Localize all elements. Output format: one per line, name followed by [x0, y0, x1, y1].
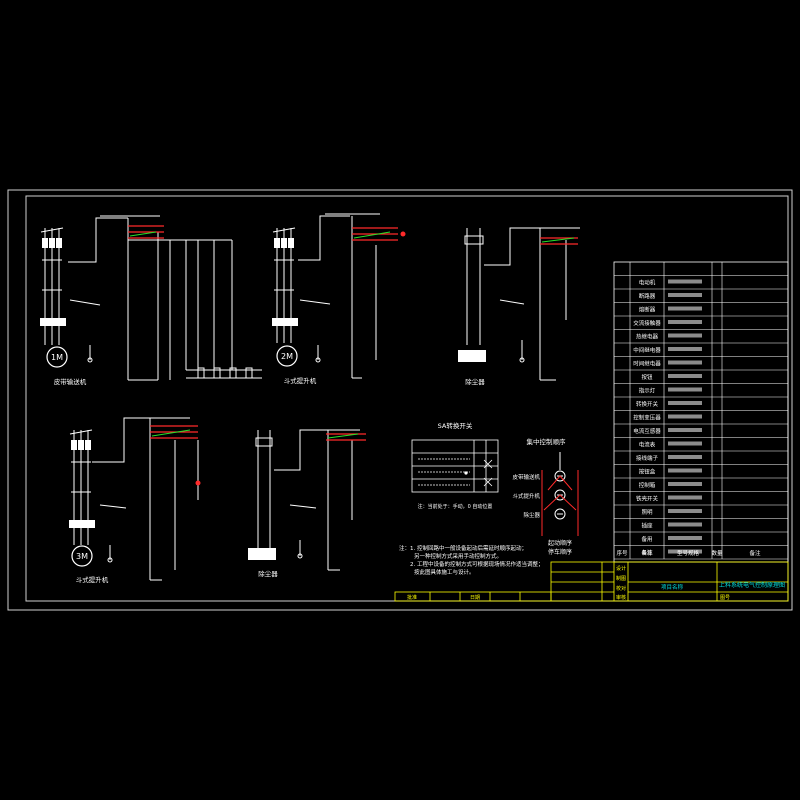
legend-row-spec-mark	[668, 360, 702, 365]
legend-row-spec-mark	[668, 441, 702, 446]
legend-row-name: 断路器	[639, 292, 656, 300]
circuit-2	[272, 213, 380, 379]
legend-row-spec-mark	[668, 509, 702, 513]
outer-frame	[7, 189, 793, 611]
legend-row-spec-mark	[668, 536, 702, 540]
motor-1-symbol	[46, 346, 68, 368]
legend-row-spec-mark	[668, 468, 702, 473]
legend-row-spec-mark	[668, 306, 702, 311]
legend-header-cell: 备注	[749, 549, 761, 557]
legend-row-name: 插座	[641, 522, 653, 530]
legend-table: 序号名称型号规格数量备注电动机断路器熔断器交流接触器热继电器中间继电器时间继电器…	[613, 261, 789, 563]
sequence-footer-stop: 停车顺序	[548, 548, 572, 556]
legend-row-name: 电动机	[639, 279, 656, 287]
notes-line-4: 按此图具体施工与设计。	[414, 568, 475, 576]
project-name: 项目名称	[661, 583, 684, 591]
notes-line-1: 1. 控制回路中一般设备起动后需延时顺序起动；	[410, 544, 527, 552]
legend-row-name: 按钮盒	[639, 468, 656, 476]
legend-row-name: 熔断器	[639, 306, 656, 314]
drawing-title: 上料系统电气控制原理图	[719, 581, 785, 589]
sequence-label-2: 斗式提升机	[512, 492, 540, 500]
motor-4-caption: 除尘器	[465, 377, 485, 386]
legend-row-spec-mark	[668, 522, 702, 527]
motor-2-symbol	[276, 345, 298, 367]
legend-row-name: 控制箱	[639, 481, 656, 489]
legend-row-spec-mark	[668, 347, 702, 351]
legend-row-name: 交流接触器	[633, 319, 661, 327]
legend-row-name: 指示灯	[639, 387, 656, 395]
sequence-label-3: 除尘器	[523, 511, 540, 519]
legend-row-spec-mark	[668, 293, 702, 297]
legend-row-spec-mark	[668, 387, 702, 392]
legend-row-name: 备注	[641, 549, 653, 557]
legend-row-name: 中间继电器	[633, 346, 661, 354]
notes-line-3: 2. 工程中设备的控制方式可根据现场情况作适当调整；	[410, 560, 544, 568]
legend-row-spec-mark	[668, 549, 702, 554]
legend-row-spec-mark	[668, 401, 702, 405]
legend-header-cell: 数量	[711, 549, 723, 557]
circuit-1	[40, 215, 262, 381]
legend-row-name: 照明	[641, 509, 653, 516]
motor-1-label: 1M	[51, 353, 63, 362]
legend-row-spec-mark	[668, 495, 702, 500]
legend-row-spec-mark	[668, 455, 702, 459]
notes-line-2: 另一种控制方式采用手动控制方式。	[414, 552, 502, 560]
sequence-label-1: 皮带输送机	[512, 473, 540, 481]
legend-row-name: 热继电器	[636, 333, 659, 341]
legend-row-spec-mark	[668, 333, 702, 338]
sequence-footer-start: 起动顺序	[548, 539, 572, 547]
sequence-diagram	[541, 452, 579, 536]
motor-2-label: 2M	[281, 352, 293, 361]
sequence-title: 集中控制顺序	[527, 437, 567, 446]
motor-5-caption: 除尘器	[258, 569, 278, 578]
legend-row-name: 按钮	[641, 373, 653, 381]
title-bottom-2: 日期	[470, 595, 480, 601]
legend-row-spec-mark	[668, 414, 702, 419]
legend-header-cell: 序号	[616, 549, 628, 557]
sa-switch-table	[411, 439, 499, 493]
legend-row-name: 备用	[641, 535, 652, 543]
title-role-4: 审核	[616, 594, 626, 601]
legend-row-spec-mark	[668, 428, 702, 432]
legend-row-spec-mark	[668, 374, 702, 378]
legend-row-name: 电流表	[639, 441, 656, 449]
legend-row-name: 铁壳开关	[636, 495, 659, 503]
legend-row-name: 时间继电器	[633, 360, 661, 368]
title-role-2: 制图	[616, 575, 626, 582]
motor-3-label: 3M	[76, 552, 88, 561]
motor-1-caption: 皮带输送机	[54, 377, 87, 386]
motor-3-symbol	[71, 545, 93, 567]
circuit-3	[458, 227, 580, 381]
legend-row-name: 接线端子	[636, 454, 659, 462]
title-bottom-1: 批准	[407, 594, 417, 601]
legend-header-cell: 名称	[641, 549, 653, 557]
circuit-4	[69, 417, 199, 581]
title-block	[394, 561, 789, 602]
title-role-1: 设计	[616, 565, 626, 572]
title-role-3: 校对	[616, 585, 626, 592]
sa-table-title: SA转换开关	[438, 421, 473, 430]
legend-row-spec-mark	[668, 320, 702, 324]
legend-row-name: 电流互感器	[633, 427, 661, 435]
motor-2-caption: 斗式提升机	[284, 376, 317, 385]
sa-table-caption: 注：当前处于：手动，0 自动位置	[418, 503, 493, 510]
notes-label: 注：	[399, 544, 410, 552]
motor-3-caption: 斗式提升机	[76, 575, 109, 584]
legend-row-spec-mark	[668, 482, 702, 486]
legend-row-name: 控制变压器	[633, 414, 661, 422]
legend-row-name: 转换开关	[636, 400, 659, 408]
legend-row-spec-mark	[668, 279, 702, 284]
circuit-5	[248, 429, 360, 571]
title-bottom-3: 图号	[720, 595, 730, 601]
